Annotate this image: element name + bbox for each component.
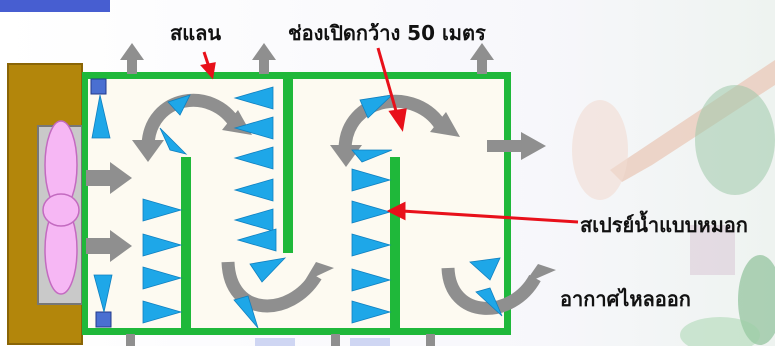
up-arrow-icon — [252, 43, 276, 74]
corner-block — [90, 78, 107, 95]
spray-cone-icon — [167, 94, 191, 116]
spray-cone-icon — [475, 287, 503, 317]
curved-airflow-arrow — [441, 267, 541, 315]
opening-pointer-line — [376, 47, 400, 119]
opening-width-label: ช่องเปิดกว้าง 50 เมตร — [288, 21, 486, 45]
up-arrow-icon — [120, 43, 144, 74]
spray-cone-icon — [351, 149, 393, 163]
down-arrow-icon — [331, 334, 340, 346]
spray-cone-icon — [249, 257, 287, 283]
spray-cone-icon — [233, 208, 274, 232]
bottom-bar — [84, 328, 510, 335]
spray-cone-icon — [159, 127, 188, 155]
spray-cone-icon — [236, 228, 277, 252]
corner-block — [95, 311, 112, 328]
spray-cone-icon — [142, 300, 183, 324]
spray-cone-icon — [233, 86, 274, 110]
curved-airflow-arrow — [221, 261, 322, 313]
right-arrow-icon — [86, 230, 132, 262]
spray-cone-icon — [351, 268, 392, 292]
air-outflow-label: อากาศไหลออก — [560, 287, 691, 311]
right-frame — [504, 72, 511, 335]
down-arrow-icon — [126, 334, 135, 346]
down-arrow-icon — [426, 334, 435, 346]
partition-3 — [390, 157, 400, 332]
mesh-label: สแลน — [170, 21, 222, 45]
spray-cone-icon — [142, 266, 183, 290]
fan-icon — [42, 120, 80, 295]
spray-cone-icon — [233, 178, 274, 202]
spray-cone-icon — [351, 300, 392, 324]
partition-1 — [181, 157, 191, 332]
spray-cone-icon — [351, 168, 392, 192]
spray-cone-icon — [233, 116, 274, 140]
spray-cone-icon — [142, 233, 183, 257]
spray-cone-icon — [142, 198, 183, 222]
spray-cone-icon — [233, 146, 274, 170]
mist-spray-label: สเปรย์น้ำแบบหมอก — [580, 213, 748, 237]
spray-cone-icon — [351, 233, 392, 257]
up-arrow-icon — [470, 43, 494, 74]
spray-pointer-line — [401, 209, 579, 224]
partition-2 — [283, 76, 293, 253]
spray-cone-icon — [351, 200, 392, 224]
spray-cone-icon — [93, 274, 113, 313]
spray-cone-icon — [469, 257, 501, 281]
spray-cone-icon — [91, 94, 111, 139]
top-mesh-bar — [84, 72, 510, 79]
left-frame — [82, 72, 88, 335]
right-arrow-icon — [487, 132, 546, 160]
spray-cone-icon — [233, 295, 259, 329]
spray-cone-icon — [359, 94, 394, 119]
right-arrow-icon — [86, 162, 132, 194]
